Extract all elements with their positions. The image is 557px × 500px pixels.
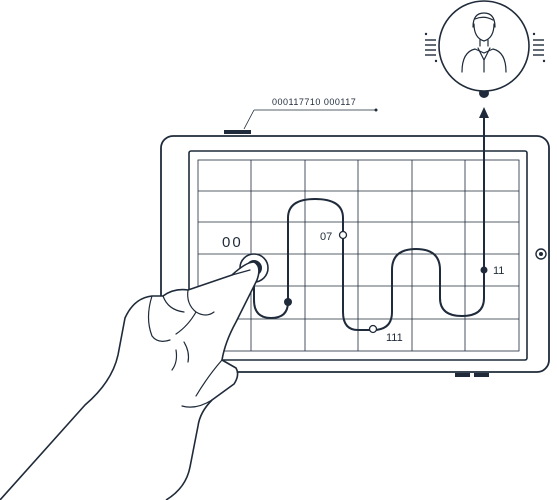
tablet-bottom-button-right [474,373,489,377]
tablet-top-button [224,130,251,134]
label-111: 111 [386,332,403,344]
user-avatar-circle[interactable] [438,0,530,92]
tablet-bottom-button-left [455,373,470,377]
person-avatar-icon [461,12,507,73]
hand-illustration [0,261,260,500]
tablet-home-button[interactable] [535,248,547,260]
top-code-connector [243,109,255,130]
marker-07 [338,230,348,240]
hamburger-menu-icon-left[interactable] [424,32,438,63]
marker-111 [368,324,378,334]
label-11: 11 [493,265,504,277]
hamburger-menu-icon-right[interactable] [532,32,546,63]
marker-dot [284,298,292,306]
arrow-head-up [479,107,489,118]
label-00: 00 [222,234,243,251]
label-07: 07 [320,231,332,243]
top-code-label: 000117710 000117 [272,97,356,107]
marker-11 [480,266,488,274]
top-code-leader-dot [374,108,378,112]
tablet-frame [160,135,550,373]
tablet [160,130,550,377]
hand-details [147,269,251,408]
tablet-screen [188,150,528,361]
screen-grid [197,159,520,352]
